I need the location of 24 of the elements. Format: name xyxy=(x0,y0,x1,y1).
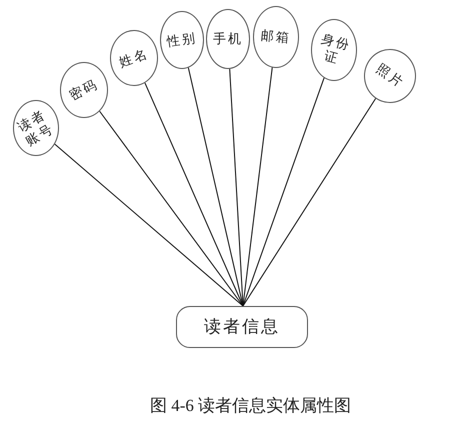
entity-name: 读者信息 xyxy=(204,316,280,338)
attribute-ellipse xyxy=(110,30,158,86)
attribute-ellipse xyxy=(60,62,108,118)
attribute-ellipse xyxy=(13,100,59,156)
attribute-ellipse xyxy=(364,49,416,103)
connector-line xyxy=(188,67,244,306)
connector-line xyxy=(242,98,376,306)
connector-line xyxy=(99,110,244,306)
attribute-name: 姓名 xyxy=(117,45,151,71)
figure-caption: 图 4-6 读者信息实体属性图 xyxy=(150,395,352,417)
connector-line xyxy=(242,67,273,306)
attribute-name: 邮箱 xyxy=(260,28,292,46)
entity-box xyxy=(176,306,308,348)
connector-line xyxy=(229,68,244,306)
attribute-name: 身份证 xyxy=(318,30,354,68)
connector-line xyxy=(54,144,244,306)
attribute-name: 读者账号 xyxy=(14,106,58,150)
attribute-name: 密码 xyxy=(66,76,102,104)
connector-line xyxy=(242,77,325,306)
attribute-name: 手机 xyxy=(213,30,243,48)
attribute-ellipse xyxy=(311,19,357,81)
connector-line xyxy=(144,82,244,306)
attribute-name: 性别 xyxy=(166,30,198,50)
attribute-name: 照片 xyxy=(373,60,407,92)
